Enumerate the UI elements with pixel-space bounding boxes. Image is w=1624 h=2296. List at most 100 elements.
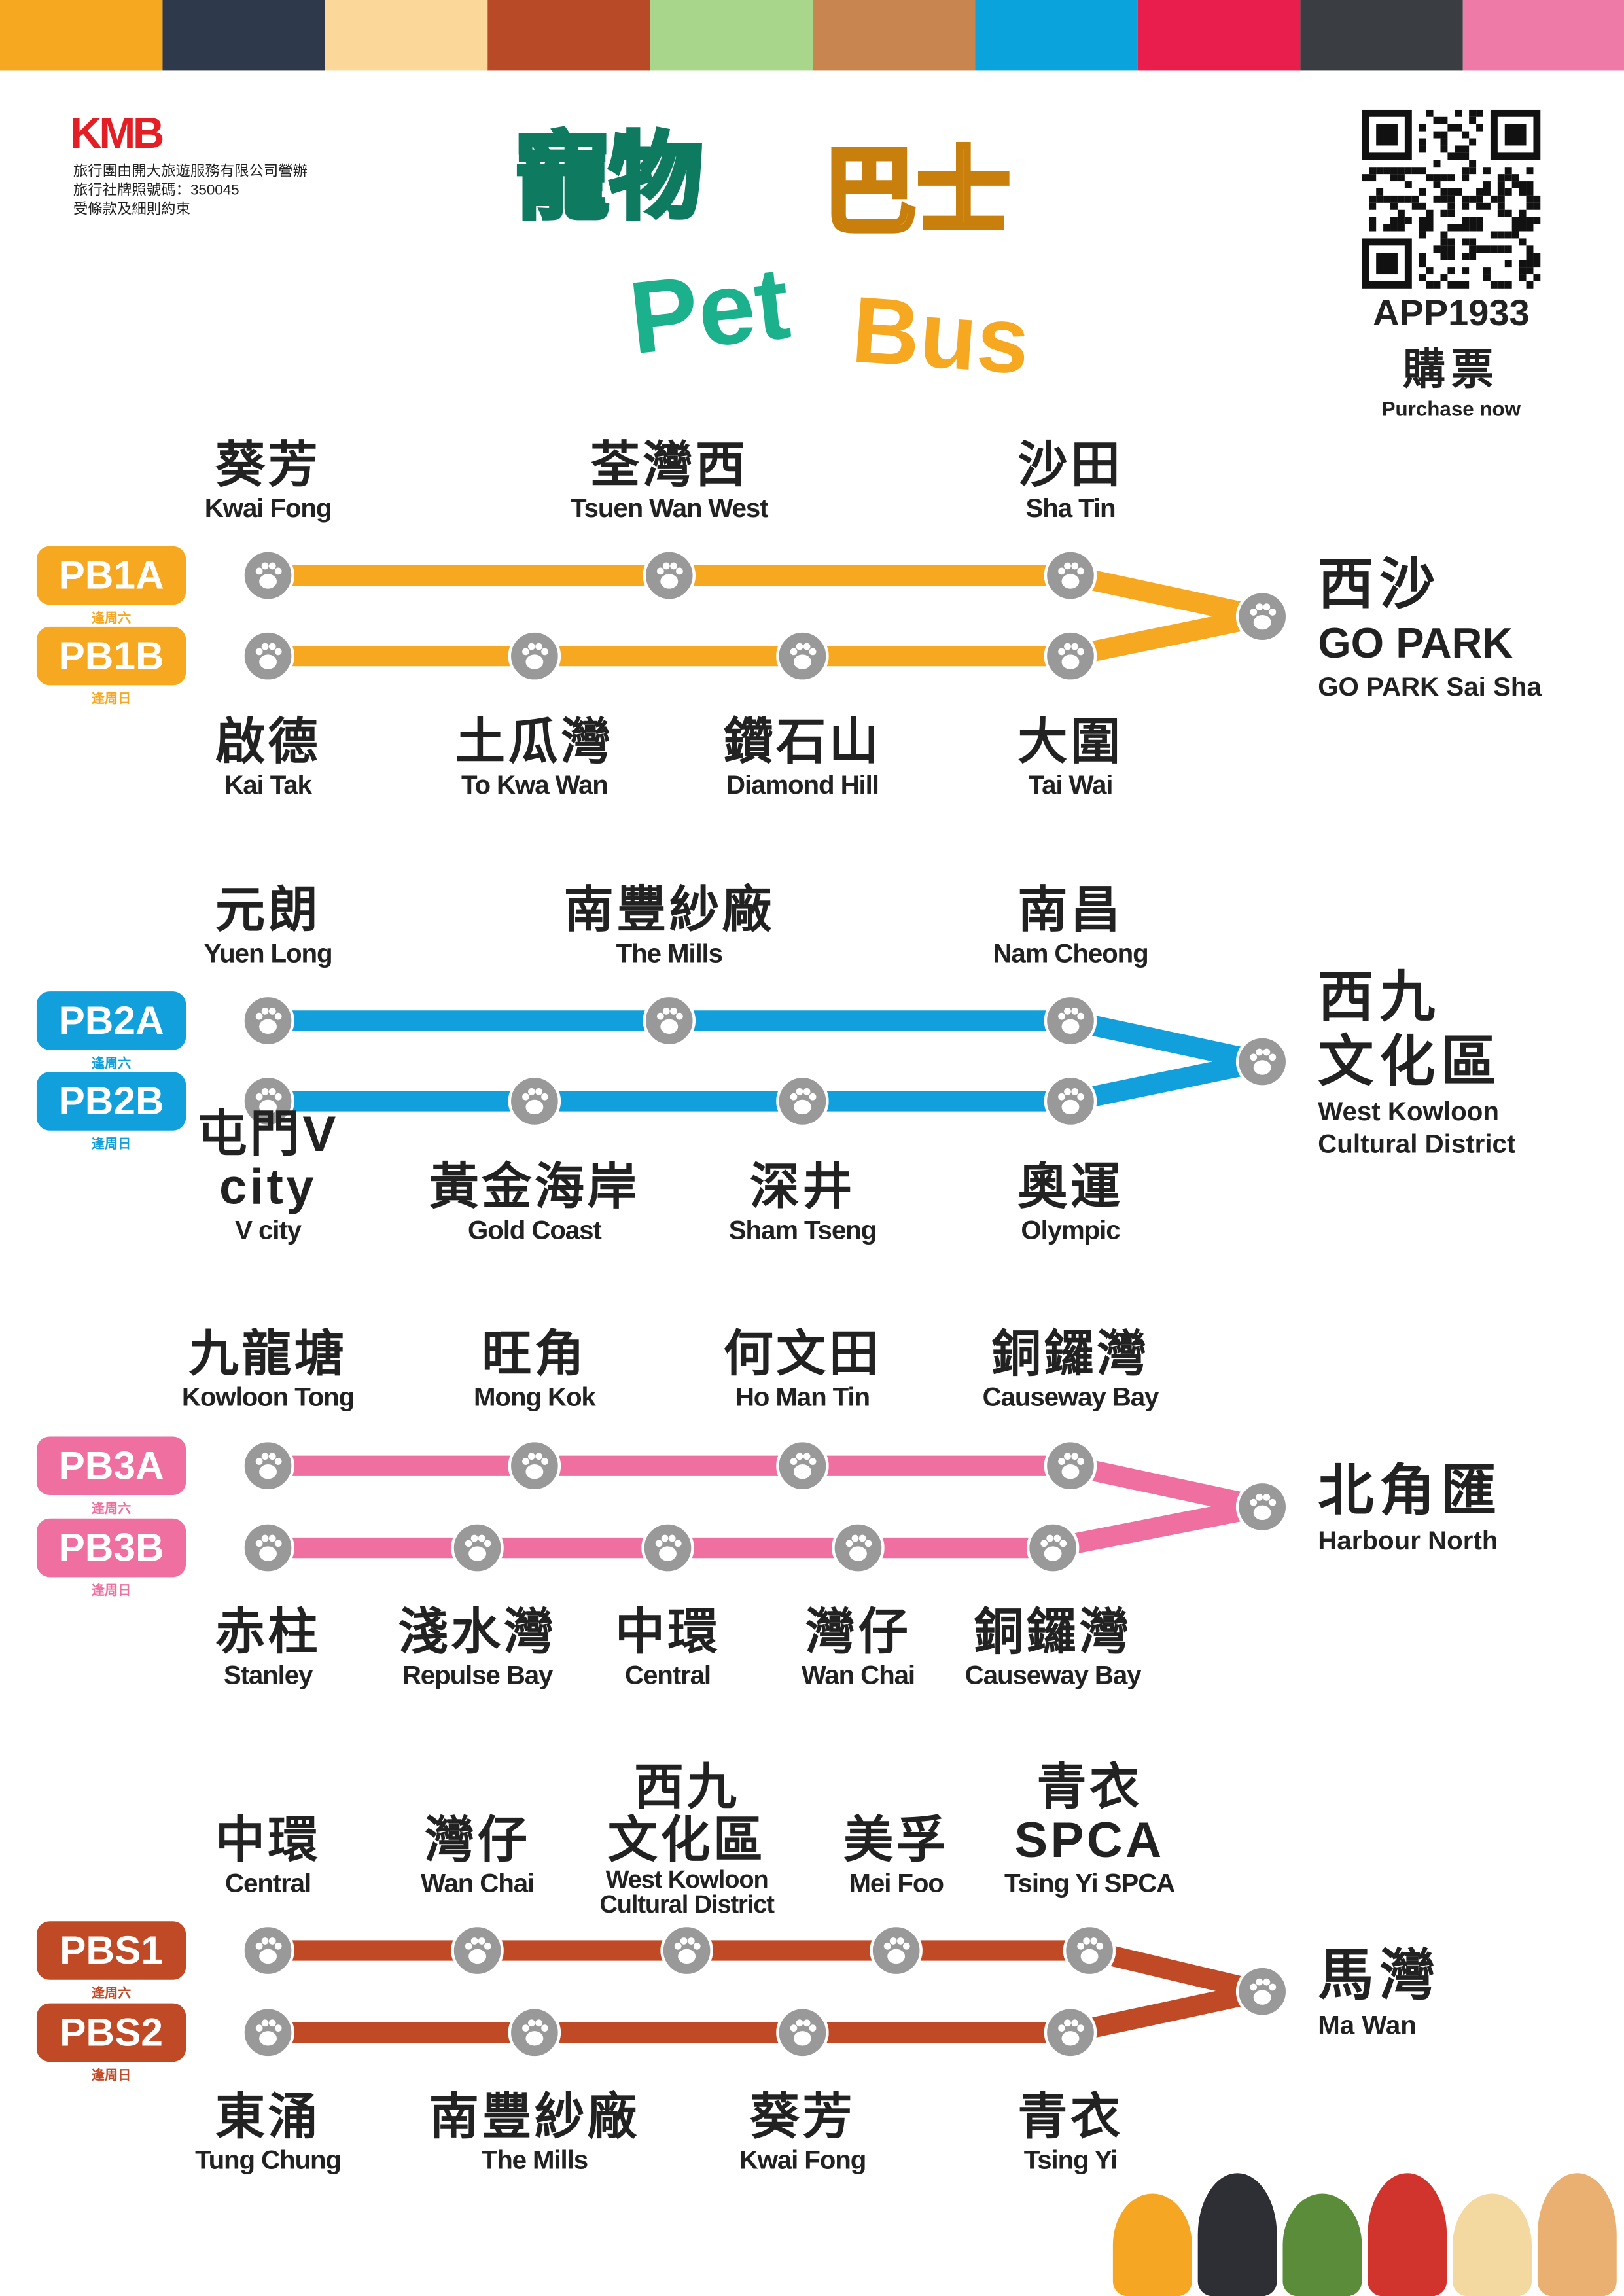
route-badge[interactable]: PB2B: [36, 1072, 186, 1131]
paw-stop-icon[interactable]: [870, 1924, 923, 1985]
station-name-en: Kai Tak: [224, 770, 312, 800]
paw-stop-icon[interactable]: [776, 2006, 829, 2066]
paw-stop-icon[interactable]: [1044, 629, 1097, 690]
station-name-zh: 文化區: [607, 1812, 766, 1869]
route-badge[interactable]: PBS2: [36, 2003, 186, 2062]
route-badge[interactable]: PB3A: [36, 1436, 186, 1495]
paw-stop-icon[interactable]: [643, 549, 696, 609]
paw-stop-icon[interactable]: [1235, 590, 1289, 650]
paw-stop-icon[interactable]: [1235, 1965, 1289, 2025]
route-badge[interactable]: PB2A: [36, 991, 186, 1050]
station-name-en: Kwai Fong: [204, 493, 332, 523]
color-stripe: [650, 0, 813, 71]
station-name-en: Sha Tin: [1025, 493, 1116, 523]
station-name-en: Diamond Hill: [726, 770, 879, 800]
paw-stop-icon[interactable]: [241, 2006, 294, 2066]
paw-stop-icon[interactable]: [1235, 1035, 1289, 1095]
paw-stop-icon[interactable]: [241, 549, 294, 609]
station-name-zh: SPCA: [1014, 1812, 1165, 1869]
station-name-en: Central: [625, 1660, 711, 1690]
paw-stop-icon[interactable]: [451, 1924, 504, 1985]
paw-stop-icon[interactable]: [508, 1439, 561, 1500]
paw-stop-icon[interactable]: [1044, 1074, 1097, 1135]
paw-stop-icon[interactable]: [1044, 1439, 1097, 1500]
route-badge[interactable]: PB3B: [36, 1518, 186, 1578]
paw-stop-icon[interactable]: [1044, 994, 1097, 1055]
paw-stop-icon[interactable]: [508, 2006, 561, 2066]
paw-stop-icon[interactable]: [241, 1439, 294, 1500]
station-name-en: Repulse Bay: [402, 1660, 554, 1690]
paw-stop-icon[interactable]: [776, 1439, 829, 1500]
qr-code[interactable]: [1362, 109, 1541, 289]
station-name-en: The Mills: [616, 938, 723, 968]
route-badge[interactable]: PB1B: [36, 626, 186, 686]
paw-stop-icon[interactable]: [1063, 1924, 1116, 1985]
paw-stop-icon[interactable]: [508, 629, 561, 690]
color-stripe: [325, 0, 488, 71]
station-name-en: Mei Foo: [849, 1868, 944, 1898]
station-name-zh: 屯門V: [197, 1106, 339, 1163]
station-name-en: V city: [235, 1215, 302, 1245]
terminal-name-zh: 北角匯: [1318, 1461, 1503, 1523]
paw-stop-icon[interactable]: [1044, 549, 1097, 609]
route-badge[interactable]: PB1A: [36, 546, 186, 605]
paw-stop-icon[interactable]: [1044, 2006, 1097, 2066]
station-name-zh: 中環: [215, 1812, 321, 1869]
paw-stop-icon[interactable]: [1026, 1521, 1080, 1581]
paw-stop-icon[interactable]: [776, 1074, 829, 1135]
paw-stop-icon[interactable]: [241, 1924, 294, 1985]
paw-stop-icon[interactable]: [643, 994, 696, 1055]
paw-stop-icon[interactable]: [641, 1521, 694, 1581]
paw-stop-icon[interactable]: [660, 1924, 713, 1985]
route-badge[interactable]: PBS1: [36, 1921, 186, 1980]
paw-stop-icon[interactable]: [1235, 1480, 1289, 1541]
paw-stop-icon[interactable]: [241, 629, 294, 690]
terminal-name-big: GO PARK: [1318, 620, 1513, 668]
paw-stop-icon[interactable]: [508, 1074, 561, 1135]
paw-stop-icon[interactable]: [241, 1521, 294, 1581]
paw-stop-icon[interactable]: [241, 1074, 294, 1135]
paw-stop-icon[interactable]: [776, 629, 829, 690]
paw-stop-icon[interactable]: [451, 1521, 504, 1581]
terminal-name-zh: 文化區: [1318, 1032, 1503, 1094]
terminal-name-en: GO PARK Sai Sha: [1318, 672, 1542, 702]
paw-stop-icon[interactable]: [241, 994, 294, 1055]
paw-stop-icon[interactable]: [832, 1521, 885, 1581]
